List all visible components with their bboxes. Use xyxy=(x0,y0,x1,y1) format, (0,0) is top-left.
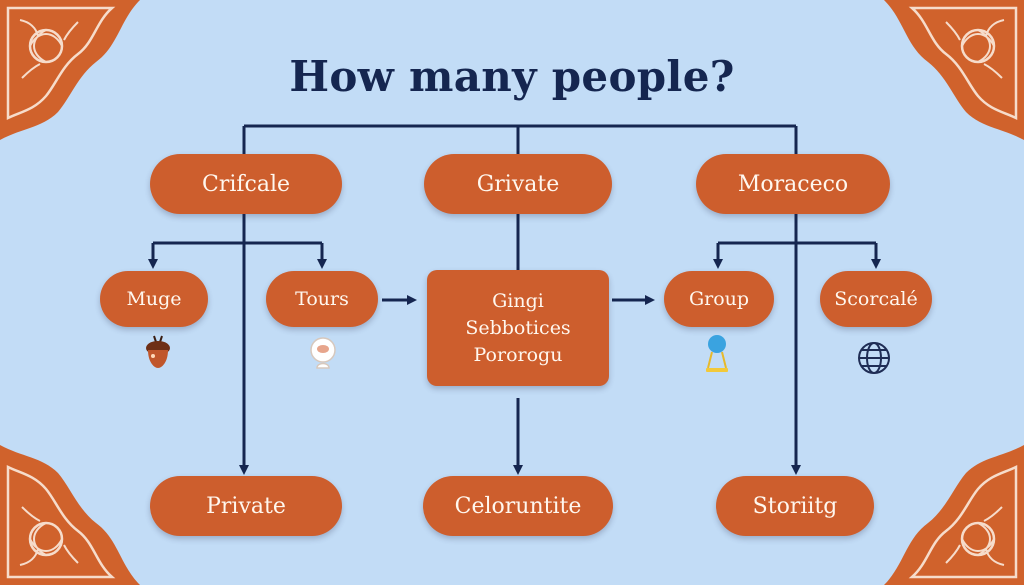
diagram-title: How many people? xyxy=(289,52,735,101)
node-celoruntite: Celoruntite xyxy=(423,476,613,536)
node-moraceco: Moraceco xyxy=(696,154,890,214)
node-grivate: Grivate xyxy=(424,154,612,214)
node-storiitg: Storiitg xyxy=(716,476,874,536)
node-center: Gingi Sebbotices Pororogu xyxy=(427,270,609,386)
center-line-1: Gingi xyxy=(492,289,544,312)
node-scorcale: Scorcalé xyxy=(820,271,932,327)
node-muge: Muge xyxy=(100,271,208,327)
person-bust-icon xyxy=(310,337,336,369)
center-line-3: Pororogu xyxy=(473,343,563,366)
balloon-icon xyxy=(706,335,728,372)
center-line-2: Sebbotices xyxy=(465,316,571,339)
node-crifcale: Crifcale xyxy=(150,154,342,214)
corner-ornament-top-right xyxy=(884,0,1024,140)
acorn-icon xyxy=(146,335,170,368)
node-tours: Tours xyxy=(266,271,378,327)
corner-ornament-top-left xyxy=(0,0,140,140)
globe-icon xyxy=(858,342,890,374)
corner-ornament-bottom-left xyxy=(0,445,140,585)
node-group: Group xyxy=(664,271,774,327)
corner-ornament-bottom-right xyxy=(884,445,1024,585)
node-private: Private xyxy=(150,476,342,536)
